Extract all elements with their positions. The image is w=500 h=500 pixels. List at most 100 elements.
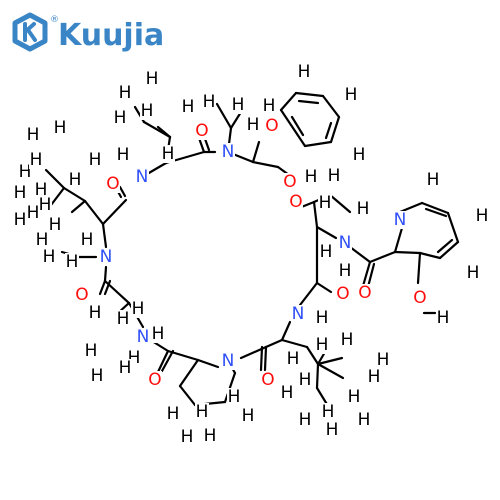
atom-label-h: H xyxy=(119,83,132,103)
atom-label-h: H xyxy=(326,420,339,440)
bond-line xyxy=(368,250,397,264)
bond-line xyxy=(229,110,243,130)
atom-label-o: O xyxy=(336,284,349,304)
atom-label-o: O xyxy=(283,172,296,192)
bond-line xyxy=(251,140,261,164)
atom-label-h: H xyxy=(204,426,217,446)
bond-line xyxy=(438,240,460,260)
atom-label-background xyxy=(356,200,370,218)
bond-line xyxy=(178,358,200,388)
bond-line xyxy=(290,115,305,137)
atom-label-background xyxy=(65,253,79,271)
atom-label-h: H xyxy=(368,367,381,387)
atom-label-h: H xyxy=(299,410,312,430)
bond-line xyxy=(280,338,309,349)
atom-label-h: H xyxy=(232,95,245,115)
atom-label-background xyxy=(291,305,305,323)
bond-line xyxy=(420,201,450,215)
bond-line xyxy=(348,245,372,264)
atom-label-h: H xyxy=(54,118,67,138)
atom-label-h: H xyxy=(467,263,480,283)
atom-label-background xyxy=(166,405,180,423)
atom-label-h: H xyxy=(89,303,102,323)
bond-line xyxy=(316,362,345,380)
atom-label-background xyxy=(227,388,241,406)
bond-line xyxy=(70,199,87,214)
atom-label-background xyxy=(344,86,358,104)
atom-label-background xyxy=(68,171,82,189)
bond-line xyxy=(297,99,320,105)
bond-line xyxy=(215,102,233,130)
bond-line xyxy=(393,250,422,255)
atom-label-background xyxy=(116,310,130,328)
atom-label-background xyxy=(315,336,329,354)
atom-label-background xyxy=(475,207,489,225)
atom-label-background xyxy=(88,304,102,322)
atom-label-h: H xyxy=(322,402,335,422)
logo-text: Kuujia xyxy=(58,18,164,53)
atom-label-h: H xyxy=(339,261,352,281)
atom-label-h: H xyxy=(69,170,82,190)
bond-line xyxy=(416,251,422,285)
atom-label-background xyxy=(298,371,312,389)
atom-label-background xyxy=(13,211,27,229)
bond-layer xyxy=(44,91,460,408)
atom-label-background xyxy=(131,300,145,318)
atom-label-background xyxy=(352,146,366,164)
atom-label-h: H xyxy=(299,370,312,390)
bond-line xyxy=(44,168,66,190)
bond-line xyxy=(361,260,372,288)
atom-label-n: N xyxy=(339,233,352,253)
atom-label-h: H xyxy=(348,387,361,407)
atom-label-o: O xyxy=(148,370,161,390)
atom-label-o: O xyxy=(358,283,371,303)
atom-label-background xyxy=(140,102,154,120)
atom-label-background xyxy=(180,428,194,446)
atom-label-background xyxy=(136,328,150,346)
atom-label-background xyxy=(466,264,480,282)
bond-line xyxy=(279,108,307,148)
atom-label-h: H xyxy=(152,324,165,344)
atom-label-o: O xyxy=(106,174,119,194)
logo-hexagon-icon xyxy=(12,12,48,52)
atom-label-h: H xyxy=(89,150,102,170)
atom-label-background xyxy=(426,171,440,189)
bond-line xyxy=(315,225,338,240)
atom-label-h: H xyxy=(319,193,332,213)
atom-label-n: N xyxy=(222,142,235,162)
bond-line xyxy=(101,198,128,226)
bond-line xyxy=(156,349,170,374)
atom-label-background xyxy=(148,371,162,389)
bond-line xyxy=(98,279,107,296)
bond-line xyxy=(223,371,237,404)
bond-line xyxy=(418,251,442,260)
bond-line xyxy=(324,121,333,140)
bond-line xyxy=(298,281,319,307)
atom-label-h: H xyxy=(437,308,450,328)
atom-label-background xyxy=(340,331,354,349)
atom-label-background xyxy=(304,168,318,186)
atom-label-background xyxy=(161,145,175,163)
atom-label-background xyxy=(80,231,94,249)
atom-label-background xyxy=(376,351,390,369)
atom-label-o: O xyxy=(261,370,274,390)
atom-label-h: H xyxy=(247,115,260,135)
atom-label-h: H xyxy=(117,309,130,329)
atom-label-background xyxy=(221,352,235,370)
bond-line xyxy=(280,320,292,342)
atom-label-background xyxy=(38,196,52,214)
atom-label-background xyxy=(336,285,350,303)
bond-line xyxy=(263,345,268,372)
bond-line xyxy=(264,338,284,349)
atom-label-h: H xyxy=(141,101,154,121)
atom-label-background xyxy=(84,342,98,360)
bond-line xyxy=(303,140,333,148)
atom-label-h: H xyxy=(357,199,370,219)
atom-label-h: H xyxy=(182,97,195,117)
bond-line xyxy=(329,115,341,144)
atom-label-o: O xyxy=(413,288,426,308)
atom-label-h: H xyxy=(119,358,132,378)
atom-label-h: H xyxy=(203,92,216,112)
